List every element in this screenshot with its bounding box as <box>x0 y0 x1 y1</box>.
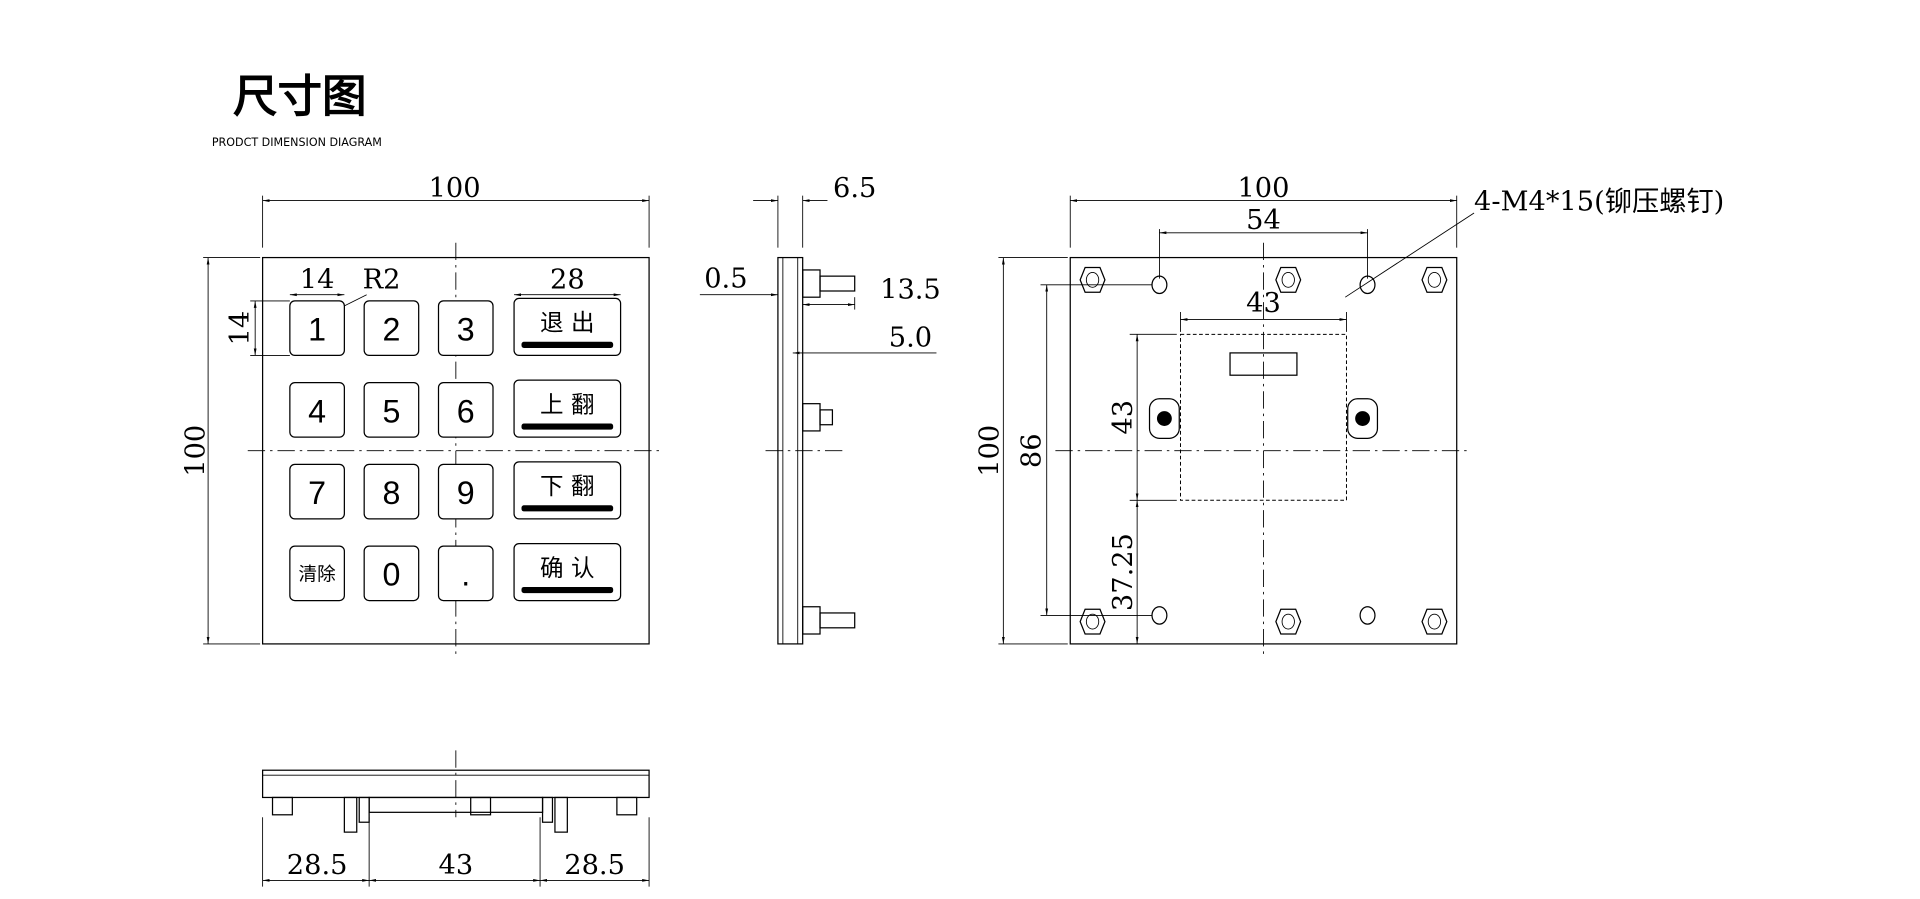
key-label: . <box>461 557 470 593</box>
front-height-dim: 100 <box>180 425 211 477</box>
hex-standoff-icon <box>1421 608 1448 635</box>
key-label: 9 <box>457 475 475 511</box>
function-key-label: 退 出 <box>540 309 595 337</box>
hex-standoff-icon <box>1079 266 1106 293</box>
keypad-key: 1 <box>289 300 345 357</box>
function-key-label: 下 翻 <box>540 472 595 500</box>
module-height-dim: 43 <box>1108 400 1139 435</box>
module-offset-dim: 37.25 <box>1108 533 1139 611</box>
hex-standoff-icon <box>1275 266 1302 293</box>
keypad-key: 清除 <box>289 545 345 602</box>
key-label: 3 <box>457 312 475 348</box>
function-key-label: 上 翻 <box>540 390 595 418</box>
page-subtitle: PRODCT DIMENSION DIAGRAM <box>212 136 382 149</box>
side-front-dim: 0.5 <box>704 263 747 294</box>
module-width-dim: 43 <box>1246 288 1281 319</box>
screw-note: 4-M4*15(铆压螺钉) <box>1474 187 1724 218</box>
keypad-key: 3 <box>437 300 494 357</box>
front-width-dim: 100 <box>429 173 481 204</box>
key-height-dim: 14 <box>225 311 256 346</box>
key-label: 6 <box>457 393 475 429</box>
keypad-key: 7 <box>289 463 345 520</box>
keypad-key: 0 <box>363 545 420 602</box>
back-view: 100 4-M4*15(铆压螺钉) 54 100 86 43 43 37.25 <box>974 173 1724 659</box>
bottom-view: 28.5 43 28.5 <box>261 750 650 887</box>
page-title: 尺寸图 <box>233 70 367 122</box>
function-key: 上 翻 <box>513 379 622 438</box>
hex-standoff-icon <box>1275 608 1302 635</box>
mount-nut-icon <box>1148 398 1180 439</box>
hex-standoff-icon <box>1421 266 1448 293</box>
key-label: 清除 <box>299 565 337 586</box>
hex-standoff-icon <box>1079 608 1106 635</box>
screw-hole-icon <box>1359 606 1376 625</box>
function-key: 下 翻 <box>513 461 622 520</box>
key-width-dim: 14 <box>300 265 335 296</box>
key-label: 2 <box>382 312 400 348</box>
side-thickness-dim: 6.5 <box>833 173 876 204</box>
side-stud-dim: 13.5 <box>880 274 941 305</box>
side-view: 6.5 0.5 13.5 5.0 <box>699 173 941 645</box>
screw-hole-icon <box>1151 606 1168 625</box>
function-key: 确 认 <box>513 542 622 602</box>
keypad-key: 2 <box>363 300 420 357</box>
bottom-right-dim: 28.5 <box>564 850 625 881</box>
key-label: 5 <box>382 393 400 429</box>
back-height-dim: 100 <box>974 425 1005 477</box>
mount-nut-icon <box>1347 398 1379 439</box>
bottom-center-dim: 43 <box>439 850 474 881</box>
keypad-key: 6 <box>437 382 494 438</box>
radius-dim: R2 <box>363 265 401 296</box>
key-label: 4 <box>308 393 326 429</box>
keypad-key: 5 <box>363 382 420 438</box>
screw-hole-icon <box>1151 275 1168 295</box>
func-key-width-dim: 28 <box>550 265 585 296</box>
bottom-left-dim: 28.5 <box>287 850 348 881</box>
function-key-label: 确 认 <box>540 554 595 582</box>
front-view: 100 100 14 R2 14 28 1 2 3 4 5 6 7 8 9 清除 0. 退 出上 翻下… <box>180 173 664 659</box>
keypad-key: 4 <box>289 382 345 438</box>
key-label: 0 <box>382 557 400 593</box>
key-label: 8 <box>382 475 400 511</box>
keypad-key: 9 <box>437 463 494 520</box>
side-board-dim: 5.0 <box>889 323 932 354</box>
keypad-key: . <box>437 545 494 602</box>
keypad-key: 8 <box>363 463 420 520</box>
function-key: 退 出 <box>513 297 622 357</box>
key-label: 7 <box>308 475 326 511</box>
key-label: 1 <box>308 312 326 348</box>
screw-hole-icon <box>1359 275 1376 295</box>
back-width-dim: 100 <box>1237 173 1289 204</box>
hole-spacing-h-dim: 54 <box>1246 205 1281 236</box>
hole-spacing-v-dim: 86 <box>1017 433 1048 468</box>
